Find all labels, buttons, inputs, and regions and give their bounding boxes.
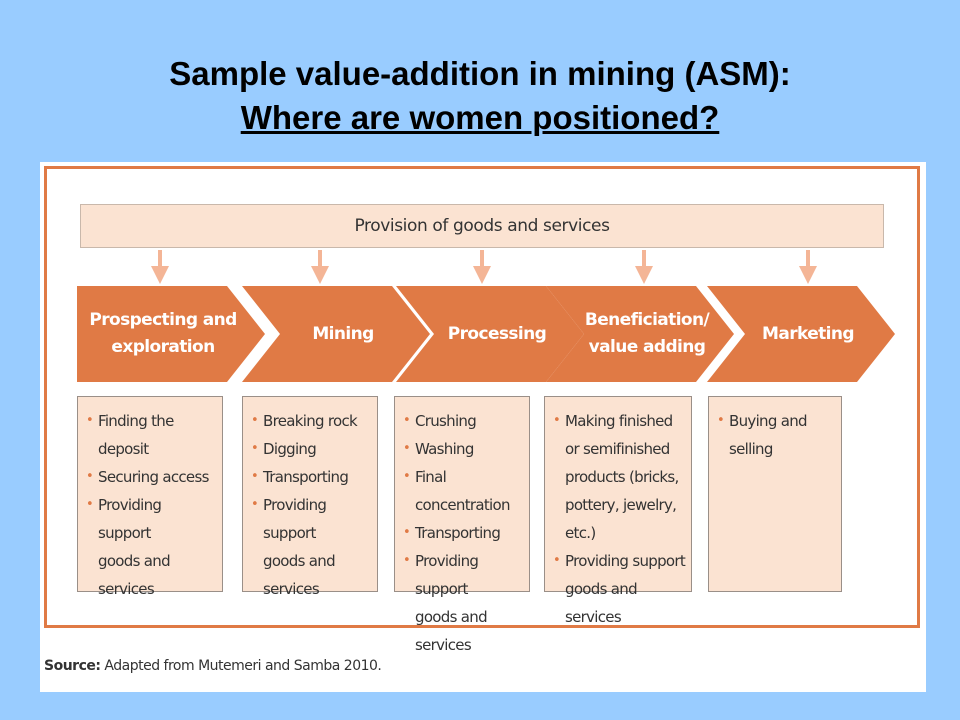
- diagram-panel: Provision of goods and services Prospect…: [40, 162, 926, 692]
- down-arrow-icon: [473, 250, 491, 284]
- source-note: Source: Adapted from Mutemeri and Samba …: [44, 658, 382, 674]
- chevron-step-1: [77, 286, 265, 382]
- step-label-1: Prospecting and exploration: [89, 310, 237, 357]
- chevron-step-4: [546, 286, 734, 382]
- step-detail-item: Providing support goods and services: [553, 547, 687, 631]
- chevron-step-3: [396, 286, 584, 382]
- provision-box: Provision of goods and services: [80, 204, 884, 248]
- step-label-4: Beneficiation/ value adding: [584, 310, 710, 357]
- step-label-3: Processing: [447, 323, 547, 344]
- down-arrow-icon: [799, 250, 817, 284]
- slide-title: Sample value-addition in mining (ASM): W…: [0, 52, 960, 140]
- step-detail-item: Transporting: [251, 463, 373, 491]
- step-detail-item: Digging: [251, 435, 373, 463]
- step-detail-item: Washing: [403, 435, 525, 463]
- step-detail-item: Providing support goods and services: [403, 547, 525, 659]
- step-detail-item: Buying and selling: [717, 407, 837, 463]
- source-prefix: Source:: [44, 658, 101, 674]
- step-detail-box-1: Finding the depositSecuring accessProvid…: [77, 396, 223, 598]
- chevron-step-5: [707, 286, 895, 382]
- step-label-5: Marketing: [762, 323, 855, 344]
- value-chain-svg: [77, 250, 895, 382]
- step-detail-item: Transporting: [403, 519, 525, 547]
- step-detail-item: Providing support goods and services: [86, 491, 218, 603]
- title-line-1: Sample value-addition in mining (ASM):: [169, 55, 791, 92]
- step-detail-box-2: Breaking rockDiggingTransportingProvidin…: [242, 396, 378, 598]
- title-line-2: Where are women positioned?: [240, 99, 720, 136]
- step-detail-box-5: Buying and selling: [708, 396, 842, 592]
- step-detail-box-3: CrushingWashingFinal concentrationTransp…: [394, 396, 530, 654]
- step-detail-item: Making finished or semifinished products…: [553, 407, 687, 547]
- step-detail-item: Final concentration: [403, 463, 525, 519]
- step-label-2: Mining: [312, 323, 374, 344]
- down-arrow-icon: [635, 250, 653, 284]
- chevron-step-2: [242, 286, 430, 382]
- down-arrow-icon: [151, 250, 169, 284]
- step-detail-box-4: Making finished or semifinished products…: [544, 396, 692, 626]
- step-detail-item: Crushing: [403, 407, 525, 435]
- step-detail-item: Finding the deposit: [86, 407, 218, 463]
- step-detail-item: Securing access: [86, 463, 218, 491]
- step-detail-item: Breaking rock: [251, 407, 373, 435]
- step-detail-item: Providing support goods and services: [251, 491, 373, 603]
- source-text: Adapted from Mutemeri and Samba 2010.: [100, 658, 382, 674]
- down-arrow-icon: [311, 250, 329, 284]
